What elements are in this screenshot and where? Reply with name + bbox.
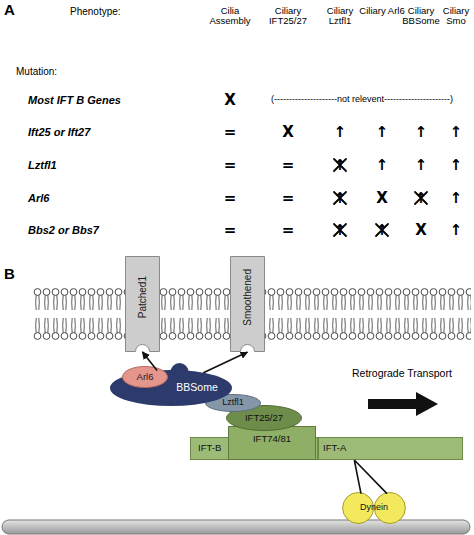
table-cell: =: [282, 222, 295, 239]
node-label: IFT74/81: [253, 434, 291, 444]
column-header: Ciliary Lztfl1: [317, 6, 363, 27]
table-cell: ↑: [376, 222, 389, 239]
table-cell: =: [282, 190, 295, 207]
node-text-area: Smoothened: [230, 256, 265, 352]
rect-shape: [229, 427, 316, 460]
node-label: Dynein: [360, 503, 388, 513]
complex-ellipse: BBSome Arl6: [110, 370, 232, 406]
protein-ellipse: Arl6: [122, 366, 168, 388]
node-text-area: IFT-A: [318, 437, 463, 460]
row-label: Arl6: [28, 192, 49, 204]
rect-shape: [191, 438, 318, 460]
table-cell: ↑: [334, 222, 347, 239]
table-cell: ↑: [415, 124, 428, 141]
retrograde-arrow: [368, 392, 438, 416]
note-text: (---------------------not relevent------…: [271, 95, 453, 105]
cross-mark: [334, 159, 346, 171]
cross-mark: [415, 192, 427, 204]
row-label: Bbs2 or Bbs7: [28, 224, 99, 236]
node-text-area: Patched1: [125, 256, 160, 352]
table-cell: ↑: [334, 190, 347, 207]
node-text-area: IFT74/81: [228, 426, 316, 460]
table-cell: ↑: [376, 157, 389, 174]
column-header: Ciliary Smo: [433, 6, 474, 27]
table-cell: X: [415, 222, 427, 239]
complex-band: IFT-A: [318, 437, 463, 460]
rect-shape: [319, 438, 463, 460]
column-header: Ciliary Arl6: [359, 6, 405, 16]
cross-mark: [334, 192, 346, 204]
receptor-box: Patched1: [125, 256, 160, 352]
node-label: IFT25/27: [245, 413, 283, 423]
table-cell: ↑: [415, 190, 428, 207]
node-label: Smoothened: [242, 269, 253, 326]
node-label: IFT-B: [198, 443, 221, 453]
table-cell: X: [282, 124, 294, 141]
node-label: IFT-A: [323, 443, 346, 453]
node-text-area: Dynein: [338, 492, 410, 524]
table-cell: X: [224, 92, 236, 109]
motor-shape: Dynein: [338, 492, 410, 524]
caption-text: Retrograde Transport: [352, 368, 452, 380]
table-cell: ↑: [376, 124, 389, 141]
node-label: Patched1: [137, 276, 148, 318]
table-cell: ↑: [450, 157, 463, 174]
table-cell: ↑: [334, 157, 347, 174]
connector: [354, 460, 387, 494]
column-header: Ciliary IFT25/27: [265, 6, 311, 27]
column-header: Cilia Assembly: [207, 6, 253, 27]
receptor-box: Smoothened: [230, 256, 265, 352]
row-label: Ift25 or Ift27: [28, 126, 90, 138]
node-label: Lztfl1: [222, 398, 244, 408]
table-cell: =: [224, 222, 237, 239]
ellipse-shape: [123, 367, 168, 388]
receptor-shape: [126, 257, 160, 352]
mutation-heading: Mutation:: [16, 66, 57, 77]
phenotype-heading: Phenotype:: [70, 6, 121, 17]
row-label: Most IFT B Genes: [28, 94, 121, 106]
cross-mark: [376, 224, 388, 236]
node-label: BBSome: [176, 382, 217, 394]
node-text-area: Arl6: [122, 366, 168, 388]
table-cell: =: [224, 190, 237, 207]
receptor-shape: [231, 257, 265, 352]
node-label: Arl6: [137, 372, 154, 382]
table-cell: ↑: [450, 124, 463, 141]
table-cell: ↑: [334, 124, 347, 141]
protein-box: IFT74/81: [228, 426, 316, 460]
table-cell: =: [282, 157, 295, 174]
column-header: Ciliary BBSome: [398, 6, 444, 27]
microtubule: [2, 520, 470, 534]
table-cell: =: [224, 124, 237, 141]
row-label: Lztfl1: [28, 159, 57, 171]
ellipse-shape: [227, 406, 302, 431]
ellipse-shape: [206, 395, 261, 412]
connector: [143, 352, 158, 371]
table-cell: ↑: [450, 222, 463, 239]
panel-letter: A: [4, 2, 15, 19]
table-cell: =: [224, 157, 237, 174]
table-cell: X: [376, 190, 388, 207]
connector: [203, 352, 247, 373]
cross-mark: [334, 224, 346, 236]
table-cell: ↑: [415, 157, 428, 174]
panel-letter: B: [4, 266, 15, 283]
table-cell: ↑: [450, 190, 463, 207]
